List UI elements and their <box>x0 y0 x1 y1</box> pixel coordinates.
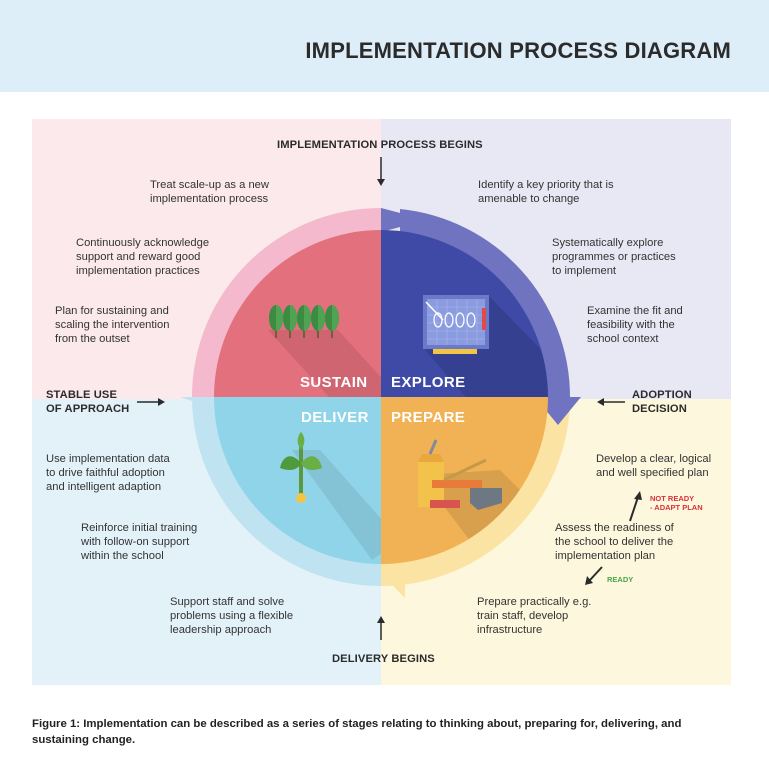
ring-arc-deliver <box>192 397 381 586</box>
note-sustain-1: Treat scale-up as a new implementation p… <box>150 179 269 205</box>
note-deliver-1: Use implementation data to drive faithfu… <box>46 453 170 493</box>
stage-label-explore: EXPLORE <box>391 374 466 391</box>
seedling-icon <box>280 432 322 503</box>
label-not-ready: NOT READY - ADAPT PLAN <box>650 494 703 512</box>
stage-label-sustain: SUSTAIN <box>300 374 368 391</box>
tools-icon <box>418 439 502 510</box>
arrow-delivery-begins <box>377 616 385 640</box>
ring-arc-sustain <box>192 208 381 397</box>
arrow-process-begins <box>377 157 385 186</box>
page-title: IMPLEMENTATION PROCESS DIAGRAM <box>305 38 731 63</box>
label-delivery-begins: DELIVERY BEGINS <box>332 653 435 665</box>
wedge-deliver <box>214 397 381 564</box>
arrow-adoption-decision <box>597 398 625 406</box>
label-stable-use: STABLE USE OF APPROACH <box>46 389 130 415</box>
label-adoption-decision: ADOPTION DECISION <box>632 389 692 415</box>
header-band: IMPLEMENTATION PROCESS DIAGRAM <box>0 0 769 92</box>
arrow-stable-use <box>137 398 165 406</box>
blueprint-icon <box>423 295 489 354</box>
note-sustain-2: Continuously acknowledge support and rew… <box>76 237 210 277</box>
note-deliver-2: Reinforce initial training with follow-o… <box>81 522 198 562</box>
label-ready: READY <box>607 575 634 584</box>
stage-label-prepare: PREPARE <box>391 409 466 426</box>
shadow-sustain <box>268 330 381 397</box>
note-prepare-2: Assess the readiness of the school to de… <box>555 522 674 562</box>
note-prepare-1: Develop a clear, logical and well specif… <box>596 453 712 479</box>
note-explore-1: Identify a key priority that is amenable… <box>478 179 614 205</box>
note-prepare-3: Prepare practically e.g. train staff, de… <box>477 596 592 636</box>
stage-label-deliver: DELIVER <box>301 409 369 426</box>
note-explore-3: Examine the fit and feasibility with the… <box>587 305 683 345</box>
note-explore-2: Systematically explore programmes or pra… <box>552 237 676 277</box>
ring-arc-explore <box>381 208 570 397</box>
arrow-not-ready <box>629 491 642 522</box>
note-deliver-3: Support staff and solve problems using a… <box>170 596 294 636</box>
trees-icon <box>269 305 339 338</box>
label-process-begins: IMPLEMENTATION PROCESS BEGINS <box>277 139 483 151</box>
arrow-ready <box>585 566 603 585</box>
figure-caption: Figure 1: Implementation can be describe… <box>32 718 682 746</box>
shadow-deliver <box>292 450 381 560</box>
note-sustain-3: Plan for sustaining and scaling the inte… <box>55 305 170 345</box>
